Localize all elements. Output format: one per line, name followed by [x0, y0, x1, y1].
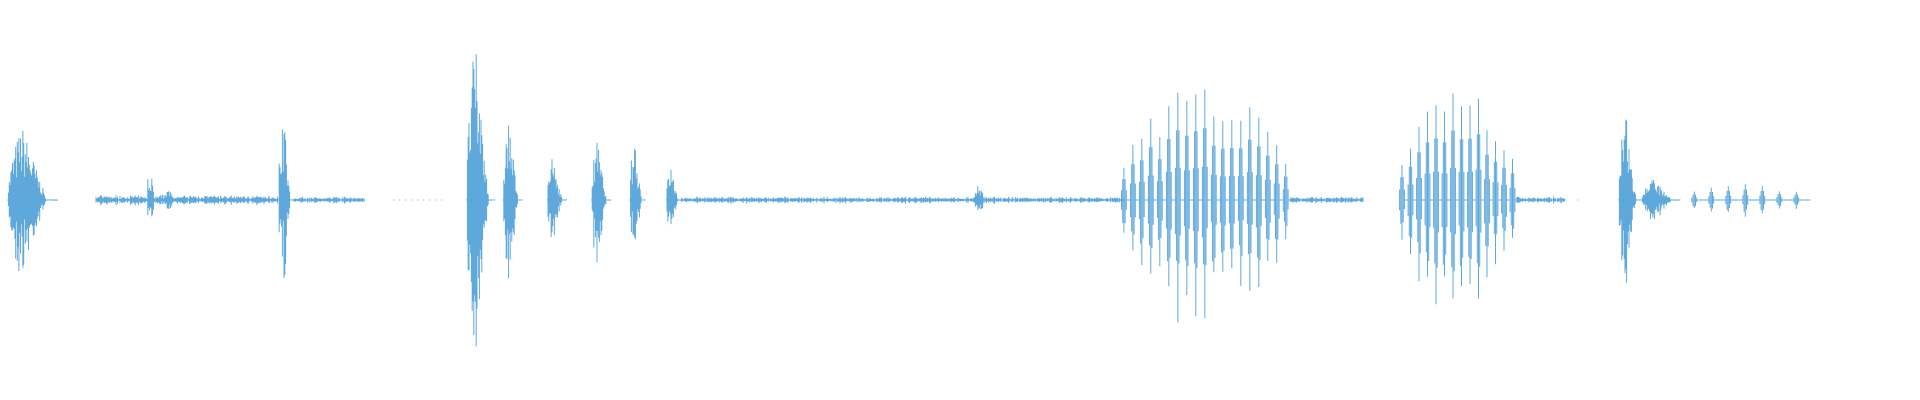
waveform-segment-9: [546, 159, 567, 237]
waveform-segment-21: [1641, 179, 1681, 220]
waveform-segment-17: [1399, 93, 1519, 305]
waveform-trace: [7, 54, 1811, 347]
waveform-segment-6: [393, 199, 443, 201]
waveform-segment-22: [1691, 184, 1811, 217]
waveform-segment-18: [1516, 196, 1566, 204]
waveform-segment-2: [147, 178, 154, 217]
waveform-segment-11: [629, 148, 646, 240]
waveform-segment-8: [502, 125, 523, 279]
waveform-segment-14: [974, 186, 984, 211]
waveform-segment-3: [162, 191, 181, 209]
waveform-segment-20: [1618, 119, 1642, 283]
waveform-segment-4: [277, 129, 295, 278]
waveform-segment-10: [590, 142, 612, 263]
waveform-segment-5: [293, 196, 365, 204]
waveform-segment-15: [1121, 89, 1292, 323]
waveform-segment-16: [1289, 196, 1364, 204]
waveform-segment-0: [7, 130, 58, 272]
waveform-segment-7: [466, 54, 496, 347]
waveform-segment-12: [665, 170, 682, 225]
